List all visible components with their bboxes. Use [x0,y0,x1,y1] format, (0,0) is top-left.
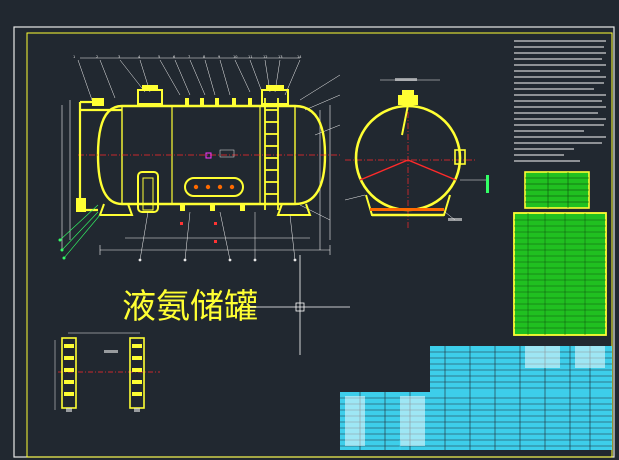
ladder-icon [264,98,279,210]
svg-text:7: 7 [188,55,190,59]
svg-text:3: 3 [118,55,120,59]
svg-text:1: 1 [73,55,75,59]
svg-text:5: 5 [158,55,160,59]
technical-notes-block [514,40,606,162]
svg-text:9: 9 [218,55,220,59]
svg-text:8: 8 [203,55,205,59]
svg-text:11: 11 [248,55,252,59]
saddle-support-icon [98,203,134,216]
svg-text:4: 4 [138,55,141,59]
drawing-title: 液氨储罐 [122,287,258,327]
sheet-inner-frame [26,32,613,458]
design-data-table [524,171,590,209]
tank-end-view [344,78,489,230]
svg-text:10: 10 [233,55,237,59]
crosshair-cursor-icon [250,255,350,355]
ladder-detail-view [54,332,160,412]
svg-text:6: 6 [173,55,175,59]
manhole-icon [137,89,163,105]
svg-text:13: 13 [278,55,282,59]
parts-list-table [340,346,612,450]
svg-text:2: 2 [96,55,98,59]
svg-text:14: 14 [297,55,302,59]
nozzle-table [513,212,607,336]
svg-text:12: 12 [263,55,267,59]
